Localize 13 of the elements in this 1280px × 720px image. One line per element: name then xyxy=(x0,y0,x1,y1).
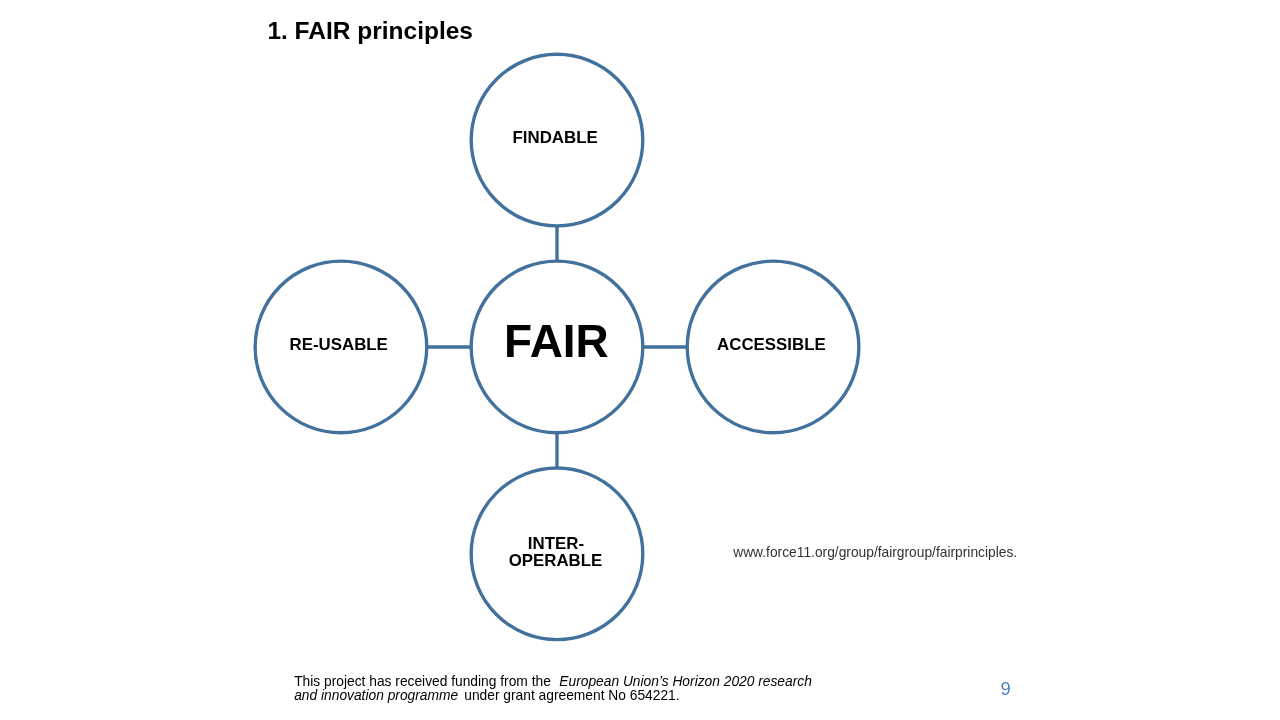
node-circle: INTER- OPERABLE xyxy=(469,466,644,642)
node-circle: ACCESSIBLE xyxy=(685,259,861,435)
node-circle: FAIR xyxy=(469,259,644,435)
node-circle: RE-USABLE xyxy=(252,259,428,435)
label: This project has received funding from the European Union’s Horizon 2020 research and innovation programme under grant agreement No 654221. xyxy=(293,673,812,703)
connector xyxy=(642,345,687,349)
diagram-title: 1. FAIR principles xyxy=(266,16,473,44)
node-circle: FINDABLE xyxy=(469,52,644,228)
connector xyxy=(554,433,559,468)
connector xyxy=(426,345,471,349)
connector xyxy=(554,226,559,261)
label: www.force11.org/group/fairgroup/fairprinciples. xyxy=(732,545,1017,561)
label: 9 xyxy=(1000,677,1011,699)
